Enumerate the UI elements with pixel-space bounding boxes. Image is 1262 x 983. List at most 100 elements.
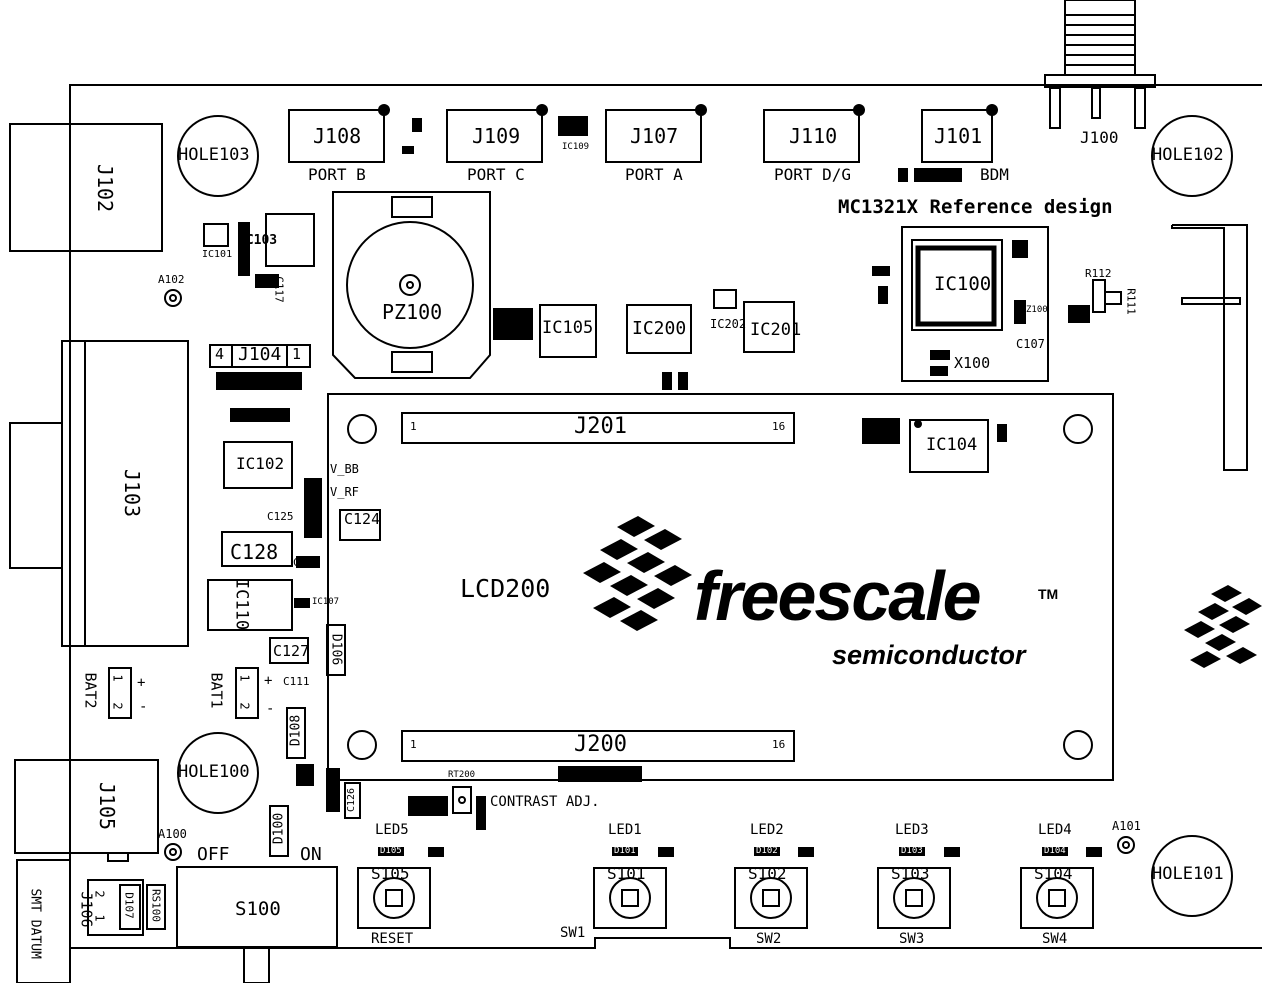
j106-label: J106 [77, 891, 96, 928]
trademark-mark: TM [1038, 586, 1059, 602]
port-dg-label: PORT D/G [774, 165, 852, 184]
freescale-wordmark: freescale [694, 557, 982, 635]
d101-label: D101 [612, 846, 638, 856]
ic109-label: IC109 [562, 142, 590, 152]
bat2-pin1: 1 [110, 674, 125, 682]
reset-label: RESET [371, 931, 414, 947]
c123-label: C123 [293, 556, 320, 569]
j201-pin-first: 1 [410, 420, 417, 433]
r112-label: R112 [1085, 267, 1112, 280]
v-rf-label: V_RF [330, 485, 359, 499]
led1-label: LED1 [608, 822, 642, 838]
d103-label: D103 [899, 846, 925, 856]
d100-label: D100 [271, 812, 287, 845]
rs100-label: RS100 [149, 888, 163, 923]
ic110-label: IC110 [231, 578, 252, 631]
j108-label: J108 [313, 124, 362, 148]
smt-datum-label: SMT DATUM [27, 888, 43, 959]
bat2-pin2: 2 [110, 702, 125, 710]
d108-label: D108 [288, 714, 304, 747]
lcd200-label: LCD200 [460, 574, 551, 603]
c127-label: C127 [273, 642, 310, 660]
hole103 [177, 115, 259, 197]
a102-label: A102 [158, 273, 185, 286]
bdm-label: BDM [980, 165, 1009, 184]
sw4-label: SW4 [1042, 931, 1068, 947]
s105-label: S105 [371, 864, 410, 883]
hole101-label: HOLE101 [1152, 864, 1224, 884]
c117-label: C117 [272, 276, 286, 303]
s102-label: S102 [748, 864, 787, 883]
c125-label: C125 [267, 510, 294, 523]
j200-pin-last: 16 [772, 738, 786, 751]
j201-pin-last: 16 [772, 420, 786, 433]
led4-label: LED4 [1038, 822, 1072, 838]
j104-pin4: 4 [215, 345, 225, 363]
sw1-label: SW1 [560, 925, 586, 941]
port-b-label: PORT B [308, 165, 366, 184]
x100-label: X100 [954, 354, 991, 372]
hole100-label: HOLE100 [178, 762, 250, 782]
ic105-label: IC105 [542, 318, 594, 338]
d102-label: D102 [754, 846, 780, 856]
j106-pin1: 1 [92, 914, 107, 922]
j100-body [1064, 0, 1136, 76]
c126-label: C126 [346, 787, 357, 813]
ic200-label: IC200 [632, 318, 687, 339]
d106-label: D106 [328, 633, 344, 666]
j106-pin2: 2 [92, 890, 107, 898]
ic102-label: IC102 [236, 454, 285, 473]
s103-label: S103 [891, 864, 930, 883]
ic101-label: IC101 [202, 249, 233, 260]
hole102 [1151, 115, 1233, 197]
pz100-label: PZ100 [382, 300, 443, 324]
board-title: MC1321X Reference design [838, 196, 1113, 218]
v-bb-label: V_BB [330, 462, 359, 476]
bat2-minus: - [139, 699, 148, 715]
ic107-label: IC107 [312, 597, 340, 607]
c124-label: C124 [344, 510, 381, 528]
port-c-label: PORT C [467, 165, 525, 184]
j200-pin-first: 1 [410, 738, 417, 751]
led5-label: LED5 [375, 822, 409, 838]
j110-label: J110 [789, 124, 838, 148]
board-outline [69, 84, 1262, 983]
bat1-pin1: 1 [237, 674, 252, 682]
j107-label: J107 [630, 124, 679, 148]
z100-label: Z100 [1026, 305, 1048, 315]
led2-label: LED2 [750, 822, 784, 838]
j100-label: J100 [1080, 128, 1119, 147]
s101-label: S101 [607, 864, 646, 883]
sw2-label: SW2 [756, 931, 782, 947]
j101-label: J101 [934, 124, 983, 148]
freescale-logo-mark [583, 516, 1262, 668]
s100-off-label: OFF [197, 844, 230, 865]
lcd200-outline [327, 393, 1114, 781]
led3-label: LED3 [895, 822, 929, 838]
d104-label: D104 [1042, 846, 1068, 856]
j102-label: J102 [93, 163, 117, 213]
j104-pin1: 1 [292, 345, 302, 363]
a100-label: A100 [158, 827, 187, 841]
d107-label: D107 [122, 892, 136, 919]
c128-label: C128 [230, 540, 279, 564]
bat1-plus: + [264, 673, 273, 689]
d105-label: D105 [378, 846, 404, 856]
hole101 [1151, 835, 1233, 917]
contrast-label: CONTRAST ADJ. [490, 794, 600, 810]
s100-label: S100 [235, 898, 281, 920]
j104-label: J104 [238, 344, 282, 365]
rt200-label: RT200 [448, 770, 476, 780]
ic202-label: IC202 [710, 317, 747, 331]
ic201-label: IC201 [750, 320, 802, 340]
j201-label: J201 [574, 414, 627, 439]
ic103-label: IC103 [238, 233, 278, 248]
port-a-label: PORT A [625, 165, 683, 184]
bat2-label: BAT2 [81, 672, 100, 709]
s100-on-label: ON [300, 844, 322, 865]
r111-label: R111 [1124, 288, 1138, 315]
s104-label: S104 [1034, 864, 1073, 883]
bat1-label: BAT1 [207, 672, 226, 709]
bat1-pin2: 2 [237, 702, 252, 710]
hole103-label: HOLE103 [178, 145, 250, 165]
